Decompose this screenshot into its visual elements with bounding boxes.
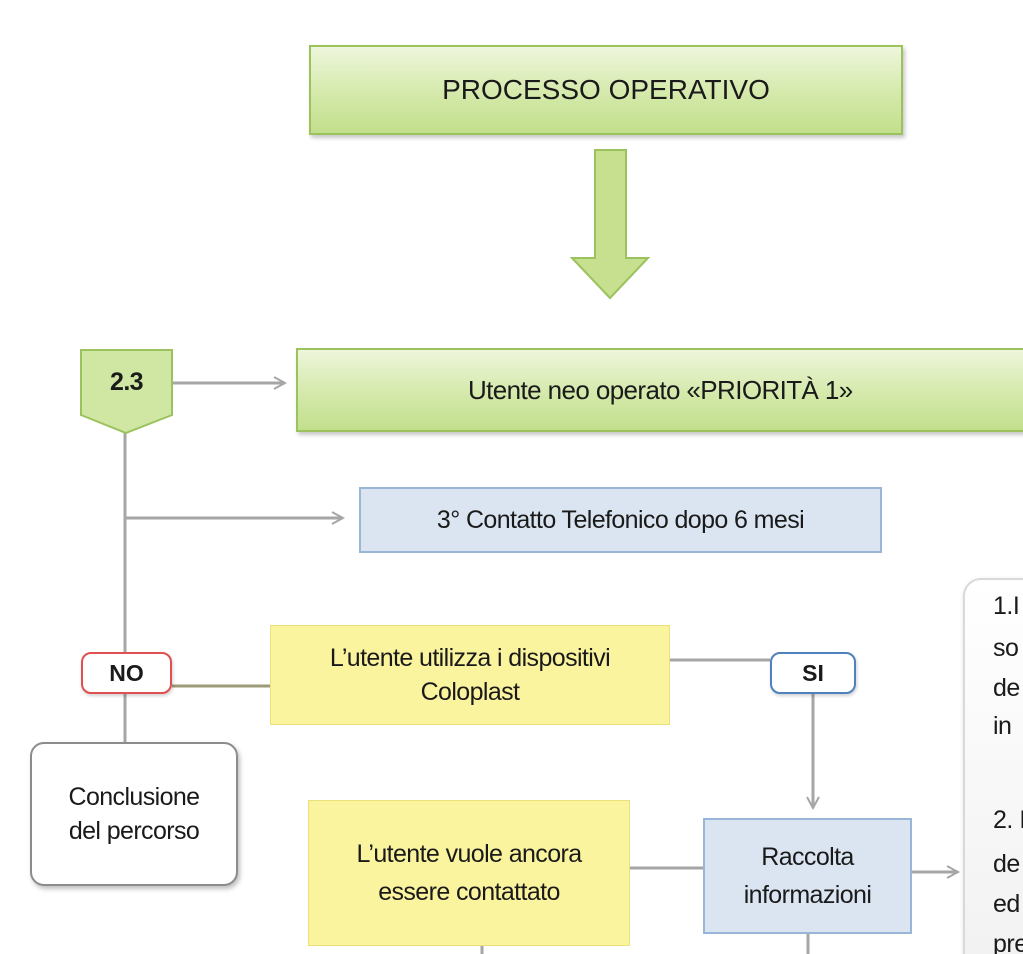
decision-devices: L’utente utilizza i dispositivi Coloplas… [270, 625, 670, 725]
answer-yes-label: SI [802, 659, 824, 686]
end-node-line2: del percorso [68, 817, 200, 845]
header-node-label: Utente neo operato «PRIORITÀ 1» [468, 374, 853, 405]
contact-node-label: 3° Contatto Telefonico dopo 6 mesi [436, 505, 805, 534]
side-panel-line: 1.I [993, 592, 1020, 620]
side-panel-line: in [993, 712, 1012, 740]
title-node: PROCESSO OPERATIVO [309, 45, 903, 135]
side-panel-line: ed [993, 890, 1020, 918]
header-node: Utente neo operato «PRIORITÀ 1» [296, 348, 1023, 432]
answer-no: NO [81, 652, 172, 694]
decision-contact-line2: essere contattato [378, 878, 560, 906]
title-label: PROCESSO OPERATIVO [442, 74, 770, 105]
end-node-line1: Conclusione [68, 783, 201, 811]
decision-devices-line1: L’utente utilizza i dispositivi [329, 644, 611, 672]
side-panel: 1.I so de in 2. I de ed pre [963, 578, 1023, 954]
side-panel-line: de [993, 674, 1020, 702]
collect-node-line1: Raccolta [761, 843, 854, 871]
step-badge-shape [80, 349, 173, 435]
side-panel-line: de [993, 850, 1020, 878]
answer-yes: SI [770, 652, 856, 694]
collect-node: Raccolta informazioni [703, 818, 912, 934]
big-down-arrow [569, 149, 651, 300]
side-panel-line: so [993, 634, 1019, 662]
step-badge: 2.3 [81, 352, 172, 412]
decision-contact: L’utente vuole ancora essere contattato [308, 800, 630, 946]
decision-contact-line1: L’utente vuole ancora [356, 840, 582, 868]
end-node: Conclusione del percorso [30, 742, 238, 886]
collect-node-line2: informazioni [743, 881, 872, 909]
step-badge-label: 2.3 [110, 367, 144, 396]
answer-no-label: NO [109, 659, 144, 686]
side-panel-line: 2. I [993, 806, 1023, 834]
decision-devices-line2: Coloplast [420, 678, 520, 706]
contact-node: 3° Contatto Telefonico dopo 6 mesi [359, 487, 882, 553]
side-panel-line: pre [993, 930, 1023, 954]
